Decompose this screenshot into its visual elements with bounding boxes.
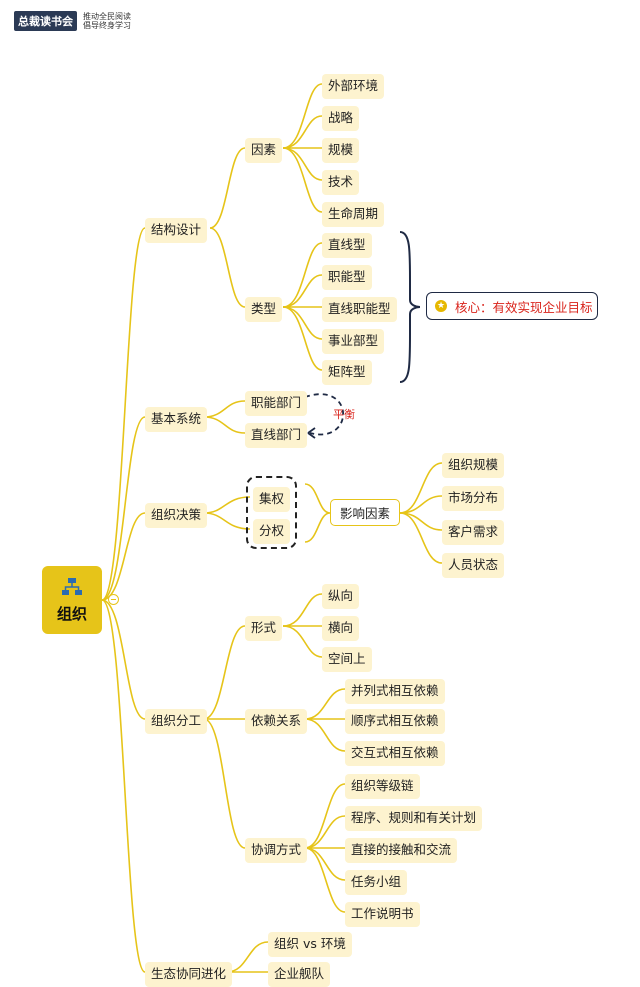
factor-item[interactable]: 战略 (322, 106, 360, 131)
org-chart-icon (62, 577, 82, 595)
brand-tagline-1: 推动全民阅读 (83, 11, 131, 21)
branch-decision[interactable]: 组织决策 (145, 503, 208, 528)
dependency-item[interactable]: 并列式相互依赖 (345, 679, 445, 704)
core-goal-node[interactable]: ★ 核心：有效实现企业目标 (426, 292, 598, 320)
type-item[interactable]: 矩阵型 (322, 360, 372, 385)
coordination-item[interactable]: 程序、规则和有关计划 (345, 806, 483, 831)
balance-label: 平衡 (333, 408, 355, 421)
types-node[interactable]: 类型 (245, 297, 283, 322)
root-label: 组织 (56, 604, 87, 623)
form-item[interactable]: 纵向 (322, 584, 360, 609)
brand-tagline: 推动全民阅读 倡导终身学习 (83, 12, 131, 30)
influence-node[interactable]: 影响因素 (330, 499, 400, 526)
dashed-group-box (246, 476, 297, 549)
basic-item[interactable]: 职能部门 (245, 391, 308, 416)
form-node[interactable]: 形式 (245, 616, 283, 641)
eco-item[interactable]: 组织 vs 环境 (268, 932, 352, 957)
type-item[interactable]: 事业部型 (322, 329, 385, 354)
core-goal-label: 核心：有效实现企业目标 (455, 299, 593, 315)
coordination-item[interactable]: 任务小组 (345, 870, 408, 895)
eco-item[interactable]: 企业舰队 (268, 962, 331, 987)
decision-item[interactable]: 分权 (253, 519, 291, 544)
star-icon: ★ (435, 300, 447, 312)
dependency-item[interactable]: 交互式相互依赖 (345, 741, 445, 766)
influence-item[interactable]: 人员状态 (442, 553, 505, 578)
decision-item[interactable]: 集权 (253, 487, 291, 512)
influence-item[interactable]: 客户需求 (442, 520, 505, 545)
brand-name: 总裁读书会 (14, 11, 77, 31)
branch-basic[interactable]: 基本系统 (145, 407, 208, 432)
type-item[interactable]: 直线职能型 (322, 297, 397, 322)
type-item[interactable]: 直线型 (322, 233, 372, 258)
type-item[interactable]: 职能型 (322, 265, 372, 290)
form-item[interactable]: 横向 (322, 616, 360, 641)
basic-item[interactable]: 直线部门 (245, 423, 308, 448)
dependency-item[interactable]: 顺序式相互依赖 (345, 709, 445, 734)
coordination-item[interactable]: 工作说明书 (345, 902, 420, 927)
dependency-node[interactable]: 依赖关系 (245, 709, 308, 734)
coordination-node[interactable]: 协调方式 (245, 838, 308, 863)
factor-item[interactable]: 生命周期 (322, 202, 385, 227)
factor-item[interactable]: 外部环境 (322, 74, 385, 99)
root-node[interactable]: 组织 (42, 566, 102, 634)
brace-shape (399, 231, 421, 383)
collapse-toggle[interactable] (108, 594, 119, 605)
branch-eco[interactable]: 生态协同进化 (145, 962, 233, 987)
factor-item[interactable]: 技术 (322, 170, 360, 195)
influence-item[interactable]: 组织规模 (442, 453, 505, 478)
branch-structure[interactable]: 结构设计 (145, 218, 208, 243)
coordination-item[interactable]: 组织等级链 (345, 774, 420, 799)
factor-item[interactable]: 规模 (322, 138, 360, 163)
influence-item[interactable]: 市场分布 (442, 486, 505, 511)
form-item[interactable]: 空间上 (322, 647, 372, 672)
factors-node[interactable]: 因素 (245, 138, 283, 163)
branch-division[interactable]: 组织分工 (145, 709, 208, 734)
brand-tagline-2: 倡导终身学习 (83, 21, 131, 30)
coordination-item[interactable]: 直接的接触和交流 (345, 838, 458, 863)
brand-logo: 总裁读书会 推动全民阅读 倡导终身学习 (14, 11, 131, 31)
